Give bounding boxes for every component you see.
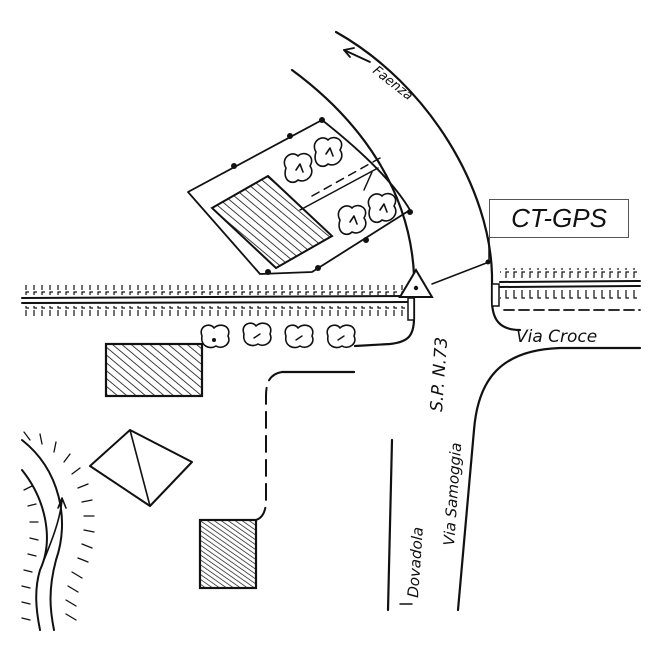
tree-icon bbox=[326, 324, 356, 349]
fenced-property bbox=[187, 117, 413, 275]
building-hatched bbox=[104, 342, 204, 398]
tree-row bbox=[200, 322, 356, 349]
label-faenza: Faenza bbox=[370, 63, 416, 103]
label-via-croce: Via Croce bbox=[516, 327, 597, 347]
tree-icon bbox=[284, 324, 314, 349]
arrow-left-icon bbox=[343, 47, 371, 63]
stream bbox=[21, 431, 95, 631]
tree-icon bbox=[200, 324, 230, 349]
label-sp73: S.P. N.73 bbox=[427, 336, 452, 412]
tree-icon bbox=[242, 322, 272, 347]
tree-icon bbox=[337, 204, 367, 236]
label-dovadola: Dovadola bbox=[404, 526, 427, 598]
station-leader-line bbox=[431, 237, 490, 285]
station-label-box: CT-GPS bbox=[489, 199, 629, 238]
building-hatched-small bbox=[198, 518, 258, 590]
station-label: CT-GPS bbox=[511, 203, 607, 233]
triangle-marker-icon bbox=[398, 268, 434, 298]
roadside-railings bbox=[21, 268, 641, 321]
driveway bbox=[255, 371, 355, 521]
label-via-samoggia: Via Samoggia bbox=[440, 442, 465, 546]
tree-icon bbox=[283, 152, 313, 184]
main-road bbox=[290, 30, 642, 612]
tree-icon bbox=[367, 192, 397, 224]
building-pyramid-roof bbox=[89, 429, 193, 507]
tree-icon bbox=[313, 136, 343, 168]
